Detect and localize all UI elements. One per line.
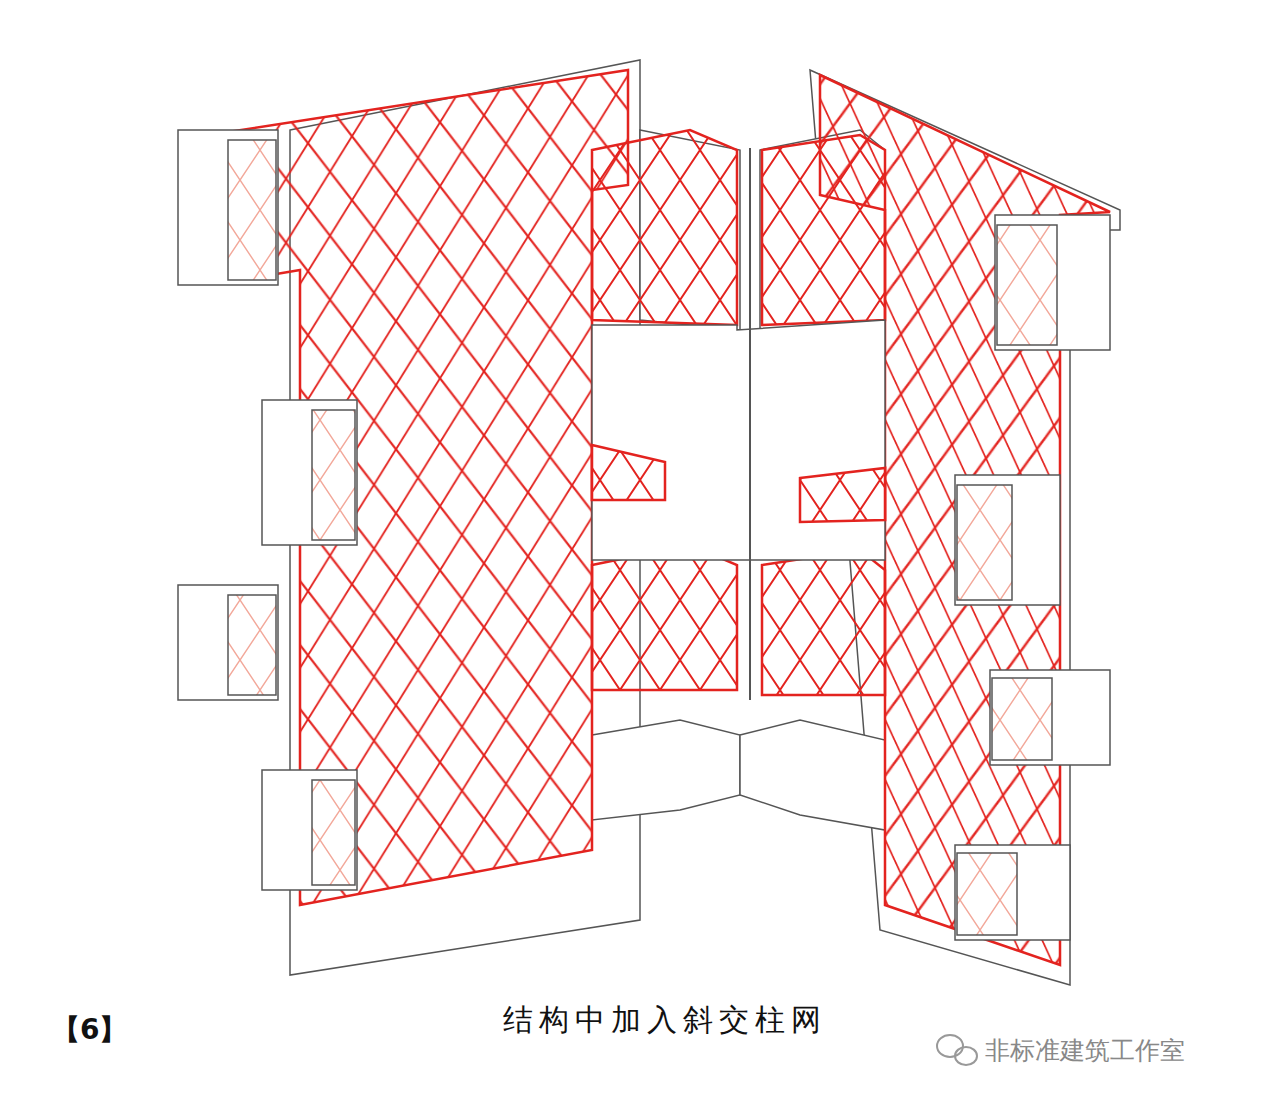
watermark: 非标准建筑工作室: [985, 1034, 1185, 1067]
figure-caption: 结构中加入斜交柱网: [503, 1000, 827, 1041]
figure-number: 【6】: [52, 1011, 127, 1049]
